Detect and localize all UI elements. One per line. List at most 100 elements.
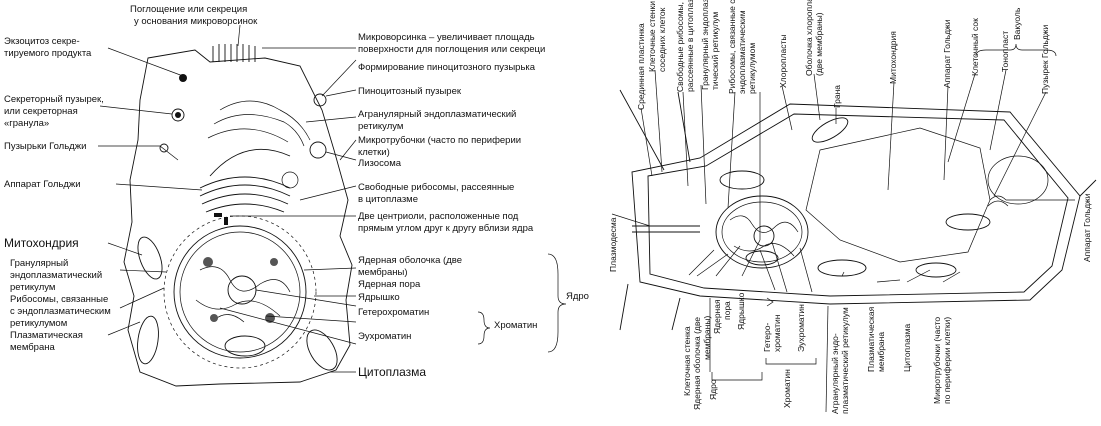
label-plant-nuclear-pore-2: пора	[722, 301, 732, 320]
label-plasma-membrane-2: мембрана	[10, 342, 55, 353]
label-microvillus-1: Микроворсинка – увеличивает площадь	[358, 32, 535, 43]
label-free-ribosomes-plant-1: Свободные рибосомы,	[675, 2, 685, 92]
label-nuclear-pore: Ядерная пора	[358, 279, 421, 290]
label-pinocytotic-vesicle: Пиноцитозный пузырек	[358, 86, 462, 97]
label-centrioles-2: прямым углом друг к другу вблизи ядра	[358, 223, 534, 234]
label-plant-microtubules-1: Микротрубочки (часто	[932, 317, 942, 404]
label-granular-er-plant-2: тический ретикулум	[710, 12, 720, 90]
label-plant-chromatin: Хроматин	[782, 369, 792, 408]
label-exocytosis-2: тируемого продукта	[4, 48, 92, 59]
label-microtubules-1: Микротрубочки (часто по периферии	[358, 135, 521, 146]
label-bound-ribosomes-plant-3: ретикулумом	[747, 43, 757, 94]
label-plasmodesma: Плазмодесма	[608, 217, 618, 272]
label-pinocytosis-forming: Формирование пиноцитозного пузырька	[358, 62, 536, 73]
label-plant-microtubules-2: по периферии клетки)	[942, 317, 952, 404]
agranular-er	[208, 101, 310, 146]
label-bound-ribosomes-2: с эндоплазматическим	[10, 306, 111, 317]
plant-nucleus	[716, 196, 808, 268]
label-granular-er-plant-1: Гранулярный эндоплазма-	[700, 0, 710, 90]
label-heterochromatin: Гетерохроматин	[358, 307, 429, 318]
label-plant-nucleus: Ядро	[708, 379, 718, 400]
label-cell-wall: Клеточная стенка	[682, 326, 692, 396]
label-granum: Грана	[832, 85, 842, 108]
label-microtubules-2: клетки)	[358, 147, 390, 158]
label-agranular-er-2: ретикулум	[358, 121, 403, 132]
label-plant-euchromatin: Эухроматин	[796, 304, 806, 352]
label-plant-heterochromatin-1: Гетеро-	[762, 323, 772, 352]
label-plasma-membrane-1: Плазматическая	[10, 330, 83, 341]
label-adjacent-walls-1: Клеточные стенки	[647, 1, 657, 72]
animal-mitochondria	[133, 234, 343, 375]
label-bound-ribosomes-plant-1: Рибосомы, связанные с	[727, 0, 737, 94]
label-cytoplasm: Цитоплазма	[358, 365, 426, 379]
label-middle-lamella: Срединная пластинка	[636, 23, 646, 110]
label-exocytosis-1: Экзоцитоз секре-	[4, 36, 80, 47]
label-uptake-1: Поглощение или секреция	[130, 4, 247, 15]
label-nuclear-envelope-2: мембраны)	[358, 267, 408, 278]
label-plant-nuclear-envelope-1: Ядерная оболочка (две	[692, 317, 702, 410]
animal-nucleolus	[228, 276, 256, 304]
plant-labels-top: Срединная пластинка Клеточные стенки сос…	[636, 0, 1056, 110]
label-lysosome: Лизосома	[358, 158, 402, 169]
label-golgi-plant-top: Аппарат Гольджи	[942, 19, 952, 88]
label-plant-cytoplasm: Цитоплазма	[902, 324, 912, 372]
pinocytotic-vesicle	[314, 94, 326, 106]
label-golgi-vesicle-plant: Пузырек Гольджи	[1040, 24, 1050, 94]
label-free-ribosomes-plant-2: рассеянные в цитоплазме	[685, 0, 695, 92]
label-plant-plasma-membrane-2: мембрана	[876, 332, 886, 372]
label-chloroplast-envelope-2: (две мембраны)	[814, 12, 824, 76]
label-free-ribosomes-1: Свободные рибосомы, рассеянные	[358, 182, 514, 193]
label-plant-nucleolus: Ядрышко	[736, 292, 746, 330]
label-plant-nuclear-envelope-2: мембраны)	[702, 316, 712, 360]
plant-chromatin-bracket	[766, 358, 816, 364]
label-golgi-plant-right: Аппарат Гольджи	[1082, 193, 1092, 262]
microvilli	[213, 44, 255, 62]
label-mitochondrion-plant: Митохондрия	[888, 31, 898, 84]
label-golgi-apparatus: Аппарат Гольджи	[4, 179, 81, 190]
label-secretory-1: Секреторный пузырек,	[4, 94, 104, 105]
label-chloroplast-envelope-1: Оболочка хлоропласта	[804, 0, 814, 76]
label-secretory-3: «гранула»	[4, 118, 49, 129]
animal-nucleus	[164, 216, 316, 368]
animal-leader-lines	[98, 25, 356, 372]
plant-vacuole	[806, 128, 990, 262]
label-granular-er-1: Гранулярный	[10, 258, 68, 269]
golgi-vesicle	[160, 144, 168, 152]
label-golgi-vesicles: Пузырьки Гольджи	[4, 141, 86, 152]
chromatin-brace	[478, 312, 490, 344]
label-bound-ribosomes-1: Рибосомы, связанные	[10, 294, 108, 305]
label-microvillus-2: поверхности для поглощения или секреци	[358, 44, 545, 55]
label-plant-agranular-er-2: плазматический ретикулум	[840, 307, 850, 414]
animal-golgi	[200, 149, 290, 212]
label-bound-ribosomes-plant-2: эндоплазматическим	[737, 10, 747, 94]
label-adjacent-walls-2: соседних клеток	[657, 7, 667, 72]
label-nucleus: Ядро	[566, 291, 589, 302]
label-mitochondrion: Митохондрия	[4, 236, 79, 250]
label-granular-er-3: ретикулум	[10, 282, 55, 293]
label-tonoplast: Тонопласт	[1000, 31, 1010, 72]
label-plant-plasma-membrane-1: Плазматическая	[866, 306, 876, 372]
label-plant-heterochromatin-2: хроматин	[772, 314, 782, 352]
nucleus-brace	[548, 254, 566, 352]
label-centrioles-1: Две центриоли, расположенные под	[358, 211, 519, 222]
label-granular-er-2: эндоплазматический	[10, 270, 102, 281]
label-nuclear-envelope-1: Ядерная оболочка (две	[358, 255, 462, 266]
label-cell-sap: Клеточный сок	[970, 18, 980, 76]
label-chloroplasts: Хлоропласты	[778, 35, 788, 88]
plant-nucleus-bracket	[712, 372, 762, 380]
label-chromatin: Хроматин	[494, 320, 537, 331]
label-uptake-2: у основания микроворсинок	[134, 16, 258, 27]
label-nucleolus: Ядрышко	[358, 292, 400, 303]
plant-labels-bottom: Клеточная стенка Ядерная оболочка (две м…	[682, 292, 952, 414]
label-plant-nuclear-pore-1: Ядерная	[712, 299, 722, 334]
label-plant-agranular-er-1: Агранулярный эндо-	[830, 333, 840, 414]
centriole	[214, 213, 222, 217]
label-free-ribosomes-2: в цитоплазме	[358, 194, 418, 205]
animal-labels: Экзоцитоз секре- тируемого продукта Секр…	[4, 4, 589, 379]
label-vacuole: Вакуоль	[1012, 7, 1022, 40]
animal-cell	[98, 25, 566, 386]
label-bound-ribosomes-3: ретикулумом	[10, 318, 67, 329]
label-secretory-2: или секреторная	[4, 106, 78, 117]
